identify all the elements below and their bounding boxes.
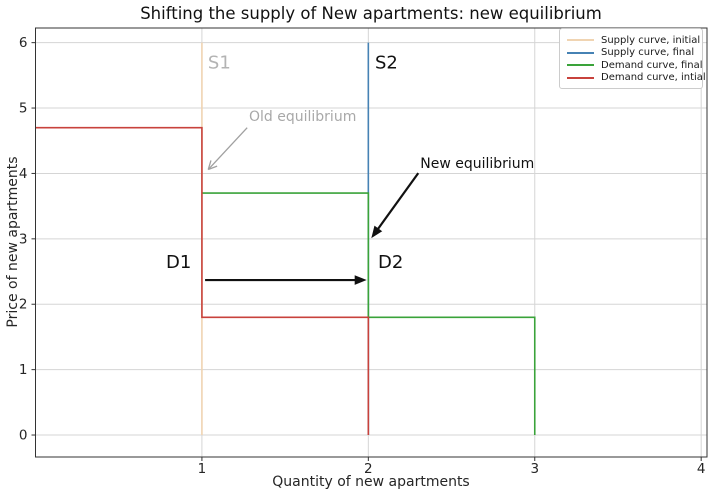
x-tick-label: 3: [530, 461, 539, 477]
annotation-d1-label: D1: [166, 252, 191, 273]
old-equilibrium-arrow: [207, 127, 248, 170]
legend-item: Demand curve, final: [567, 59, 703, 71]
legend-item: Supply curve, initial: [567, 34, 701, 46]
y-tick-label: 3: [19, 231, 28, 247]
chart-title: Shifting the supply of New apartments: n…: [140, 4, 602, 23]
y-tick-label: 0: [19, 428, 28, 444]
legend-label: Supply curve, final: [601, 47, 695, 59]
annotation-new-equilibrium-label: New equilibrium: [420, 156, 534, 172]
legend-swatch: [567, 64, 594, 67]
annotation-s1-label: S1: [208, 52, 231, 73]
x-tick-label: 4: [697, 461, 706, 477]
y-tick-label: 1: [19, 362, 28, 378]
legend-item: Supply curve, final: [567, 47, 698, 59]
x-tick-label: 1: [198, 461, 207, 477]
annotation-s2-label: S2: [375, 52, 398, 73]
new-equilibrium-arrow: [374, 172, 420, 233]
legend-item: Demand curve, intial: [567, 72, 706, 84]
axes-frame: [35, 27, 708, 458]
x-tick-label: 2: [364, 461, 373, 477]
y-axis-label: Price of new apartments: [5, 156, 21, 328]
legend-swatch: [567, 76, 594, 79]
y-tick-label: 6: [19, 35, 28, 51]
y-tick-label: 2: [19, 297, 28, 313]
legend-label: Demand curve, intial: [601, 72, 706, 84]
x-axis-label: Quantity of new apartments: [272, 474, 470, 490]
old-equilibrium-arrow-head: [207, 160, 212, 170]
legend-swatch: [567, 39, 594, 41]
legend-label: Demand curve, final: [601, 59, 703, 71]
series-demand-curve-intial: [35, 126, 370, 436]
legend-label: Supply curve, initial: [601, 34, 701, 46]
y-tick-label: 5: [19, 101, 28, 117]
legend-swatch: [567, 51, 594, 54]
y-tick-label: 4: [19, 166, 28, 182]
new-equilibrium-arrow-head: [371, 225, 383, 239]
demand-shift-arrow-head: [354, 275, 367, 285]
annotation-d2-label: D2: [378, 252, 403, 273]
annotation-old-equilibrium-label: Old equilibrium: [249, 109, 356, 125]
old-equilibrium-arrow-head: [208, 165, 218, 171]
